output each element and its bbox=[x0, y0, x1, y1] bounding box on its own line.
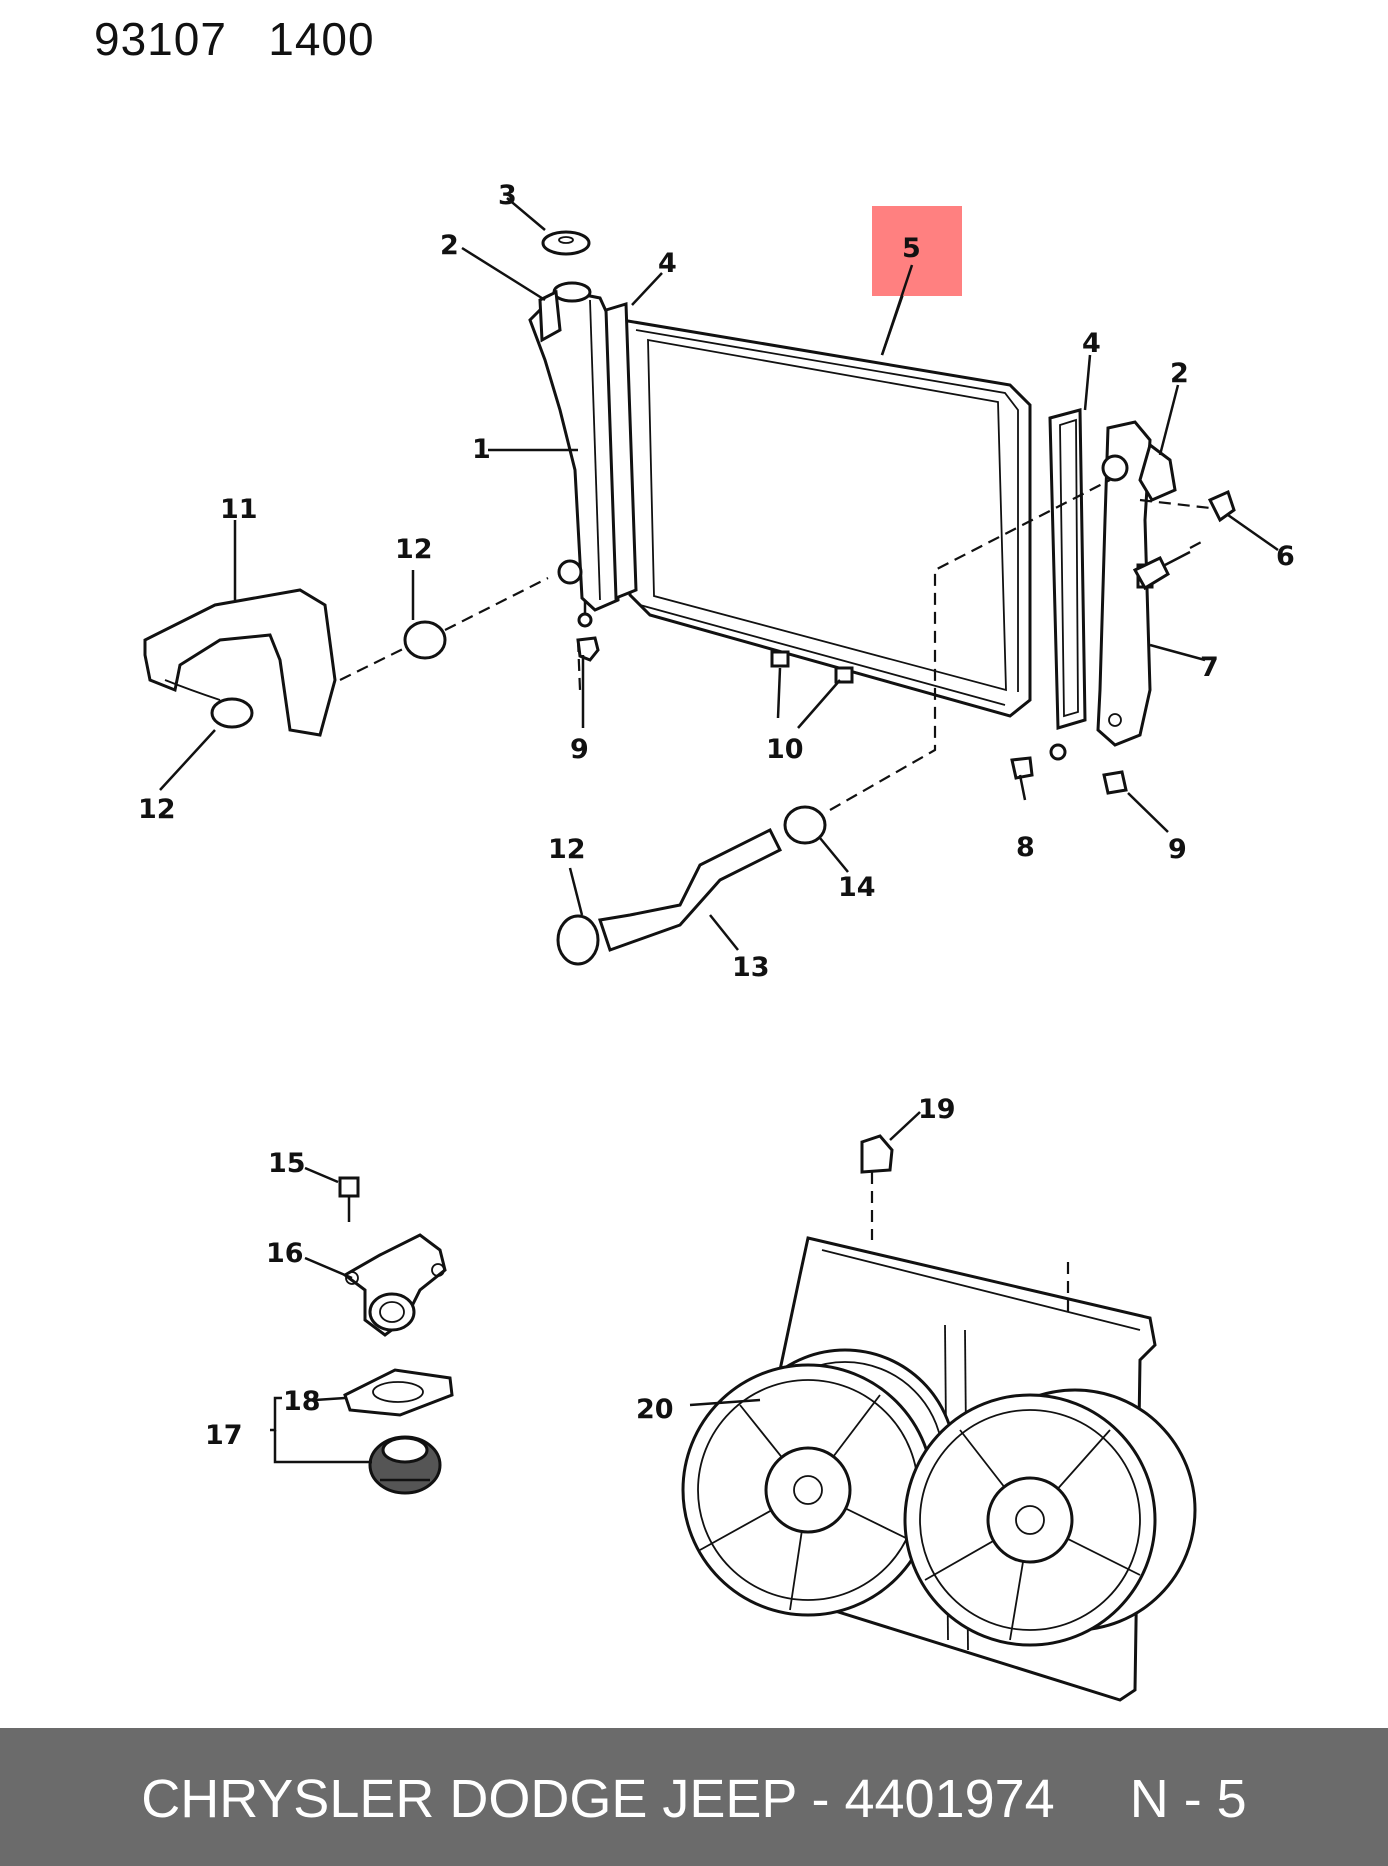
callout-16: 16 bbox=[266, 1238, 304, 1269]
callout-7: 7 bbox=[1200, 652, 1219, 683]
callout-9-left: 9 bbox=[570, 734, 589, 765]
callout-2-left: 2 bbox=[440, 230, 459, 261]
radiator-left-tank bbox=[528, 281, 620, 628]
callout-19: 19 bbox=[918, 1094, 956, 1125]
callout-20: 20 bbox=[636, 1394, 674, 1425]
radiator-core bbox=[620, 318, 1032, 718]
seal-strip-right bbox=[1048, 408, 1087, 730]
callout-5: 5 bbox=[902, 233, 921, 264]
callout-3: 3 bbox=[498, 180, 517, 211]
callout-13: 13 bbox=[732, 952, 770, 983]
footer-bar bbox=[0, 1728, 1388, 1866]
hose-clamp-12b bbox=[403, 620, 447, 660]
radiator-bracket bbox=[1096, 420, 1177, 747]
hose-clamp-14 bbox=[783, 805, 827, 845]
radiator-cap bbox=[541, 230, 591, 256]
fan-shroud-assembly bbox=[681, 1236, 1197, 1702]
seal-strip-left bbox=[604, 302, 638, 601]
callout-12-lower: 12 bbox=[548, 834, 586, 865]
callout-4-right: 4 bbox=[1082, 328, 1101, 359]
hose-clamp-upper bbox=[210, 697, 254, 729]
highlight-box bbox=[872, 206, 962, 296]
footer-part-number: CHRYSLER DODGE JEEP - 4401974 N - 5 bbox=[141, 1769, 1247, 1829]
callout-18: 18 bbox=[283, 1386, 321, 1417]
exploded-parts-diagram: 5 1 2 2 3 4 4 6 7 8 9 9 10 11 12 12 12 1… bbox=[138, 180, 1295, 1702]
callout-4-left: 4 bbox=[658, 248, 677, 279]
callout-15: 15 bbox=[268, 1148, 306, 1179]
diagram-code: 93107 1400 bbox=[94, 13, 375, 65]
callout-9-right: 9 bbox=[1168, 834, 1187, 865]
callout-6: 6 bbox=[1276, 541, 1295, 572]
callout-12-left: 12 bbox=[138, 794, 176, 825]
fasteners bbox=[576, 489, 1236, 795]
callout-14: 14 bbox=[838, 872, 876, 903]
callout-1: 1 bbox=[472, 434, 491, 465]
hose-clamp-lower bbox=[556, 914, 600, 966]
highlight-leader bbox=[880, 264, 914, 356]
thermostat-gasket bbox=[343, 1368, 454, 1417]
fan-sensor bbox=[860, 1134, 894, 1174]
thermostat bbox=[368, 1435, 442, 1495]
callout-2-right: 2 bbox=[1170, 358, 1189, 389]
upper-hose bbox=[143, 588, 337, 737]
callout-10: 10 bbox=[766, 734, 804, 765]
callout-8: 8 bbox=[1016, 832, 1035, 863]
housing-bolt bbox=[338, 1176, 360, 1222]
lower-hose bbox=[598, 827, 783, 952]
callout-12-mid: 12 bbox=[395, 534, 433, 565]
callout-17: 17 bbox=[205, 1420, 243, 1451]
thermostat-housing bbox=[342, 1233, 447, 1337]
callout-11: 11 bbox=[220, 494, 258, 525]
